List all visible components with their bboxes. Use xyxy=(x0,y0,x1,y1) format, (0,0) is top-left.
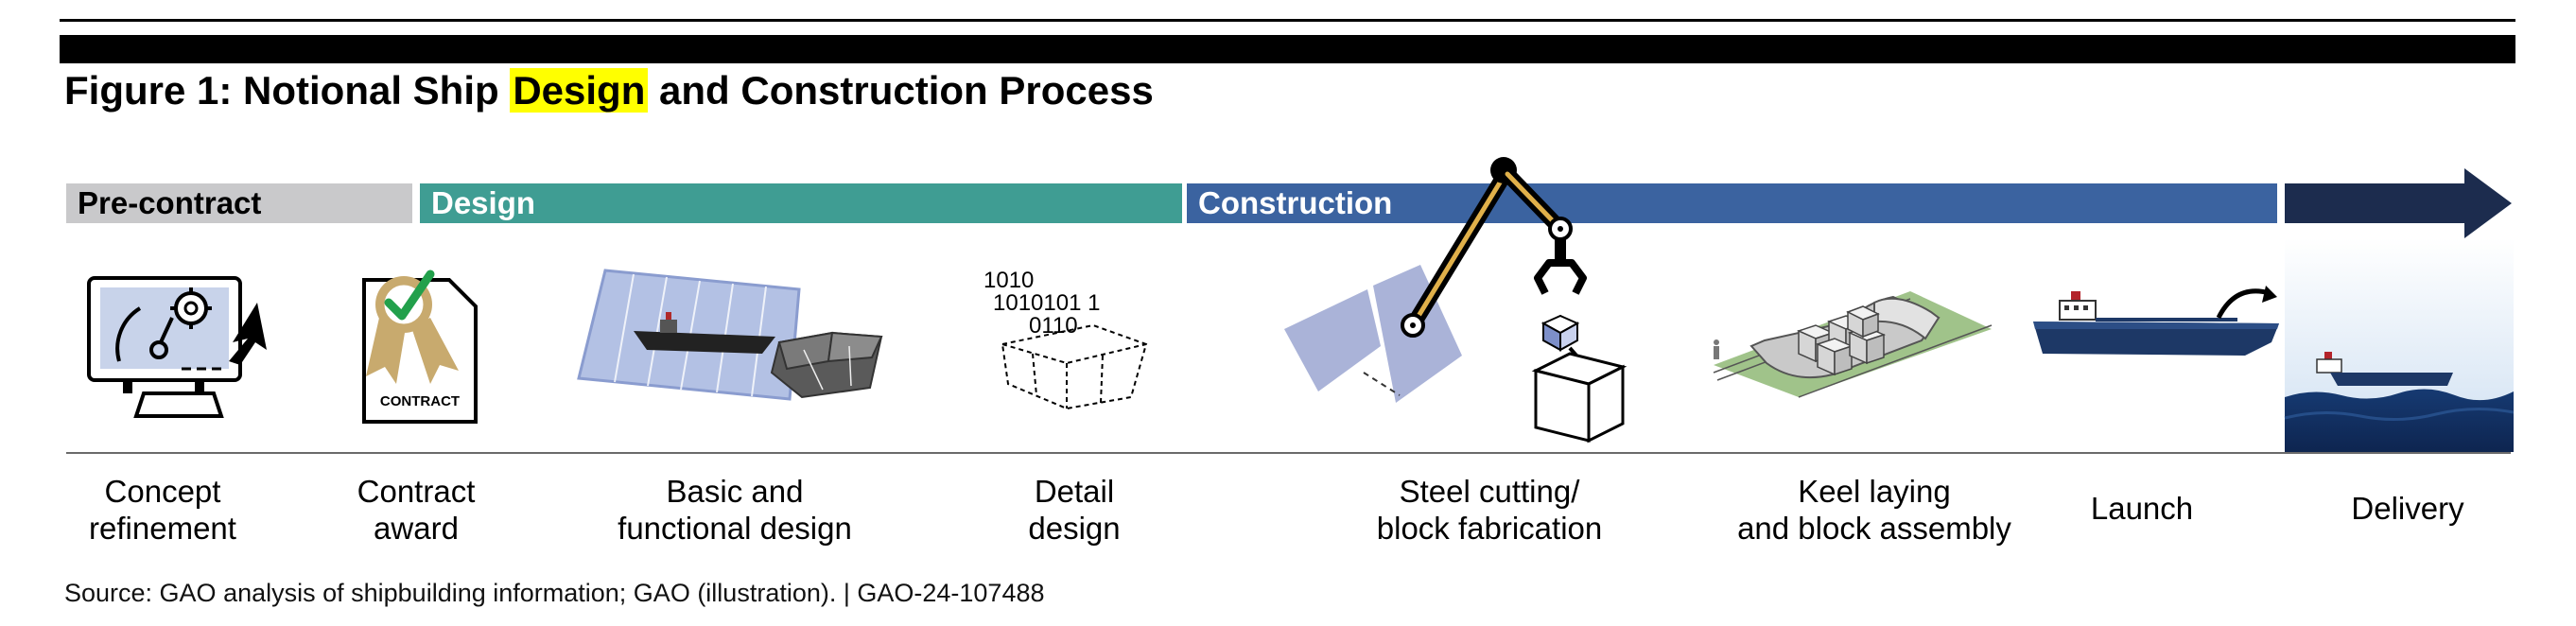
phase-construction: Construction xyxy=(1187,183,2277,223)
binary-line-2: 1010101 1 xyxy=(993,290,1100,316)
phase-pre-contract: Pre-contract xyxy=(66,183,412,223)
step-detail-design: Detail design xyxy=(914,473,1235,547)
step-label-line1: Contract xyxy=(357,474,476,509)
step-label-line2: functional design xyxy=(618,511,852,546)
detail-design-binary-icon: 1010 1010101 1 0110 xyxy=(983,268,1148,410)
step-label-line1: Basic and xyxy=(666,474,804,509)
step-label-line1: Detail xyxy=(1034,474,1115,509)
launch-ship-icon xyxy=(2033,286,2279,356)
source-note: Source: GAO analysis of shipbuilding inf… xyxy=(64,579,1045,607)
step-concept-refinement: Concept refinement xyxy=(2,473,323,547)
steel-cutting-robot-icon xyxy=(1284,157,1627,443)
step-delivery: Delivery xyxy=(2247,490,2568,527)
step-label-line1: Keel laying xyxy=(1798,474,1951,509)
step-label-line2: design xyxy=(1028,511,1121,546)
step-steel-cutting-block-fabrication: Steel cutting/ block fabrication xyxy=(1329,473,1650,547)
delivery-ship-on-water-icon xyxy=(2284,238,2515,452)
title-suffix: and Construction Process xyxy=(648,68,1154,113)
step-contract-award: Contract award xyxy=(255,473,577,547)
title-prefix: Figure 1: Notional Ship xyxy=(64,68,511,113)
figure-title: Figure 1: Notional Ship Design and Const… xyxy=(64,62,1154,119)
header-band xyxy=(60,35,2515,63)
binary-line-1: 1010 xyxy=(983,268,1034,293)
top-rule xyxy=(60,19,2515,22)
step-label-line2: block fabrication xyxy=(1376,511,1603,546)
step-basic-functional-design: Basic and functional design xyxy=(574,473,896,547)
step-launch: Launch xyxy=(1981,490,2303,527)
concept-monitor-icon xyxy=(87,276,267,418)
step-label-line1: Launch xyxy=(2090,491,2194,526)
step-label-line1: Concept xyxy=(104,474,221,509)
step-label-line2: refinement xyxy=(89,511,236,546)
contract-badge-text: CONTRACT xyxy=(380,393,460,409)
keel-laying-blocks-icon xyxy=(1713,291,1993,398)
step-label-line2: and block assembly xyxy=(1737,511,2011,546)
phase-delivery-arrow xyxy=(2285,168,2512,238)
contract-document-icon: CONTRACT xyxy=(362,270,478,424)
phase-design: Design xyxy=(420,183,1182,223)
binary-line-3: 0110 xyxy=(1029,313,1078,339)
title-highlight: Design xyxy=(510,68,649,113)
step-label-line2: award xyxy=(374,511,459,546)
step-keel-laying-block-assembly: Keel laying and block assembly xyxy=(1714,473,2035,547)
basic-design-blueprint-icon xyxy=(577,269,883,401)
step-label-line1: Steel cutting/ xyxy=(1399,474,1580,509)
timeline-baseline xyxy=(66,452,2511,454)
step-label-line1: Delivery xyxy=(2351,491,2464,526)
